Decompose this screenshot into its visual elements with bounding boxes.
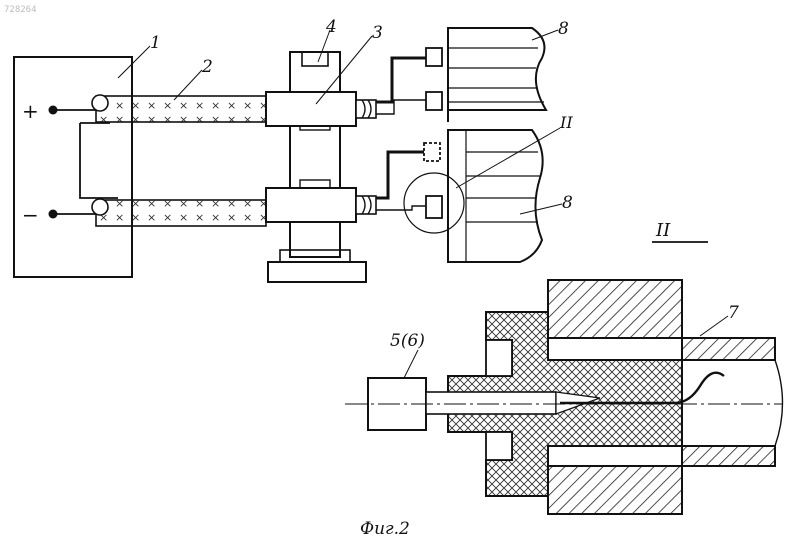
label-4: 4 (325, 17, 337, 37)
plus-sign: + (22, 99, 39, 123)
lower-holder (266, 188, 356, 222)
power-source-box (14, 57, 132, 277)
lower-board (448, 130, 543, 262)
lower-cable (96, 200, 266, 226)
label-8-top: 8 (558, 19, 569, 39)
pin-2 (426, 92, 442, 110)
upper-holder (266, 92, 356, 126)
lower-cable-end (92, 199, 108, 215)
clamp-base (268, 262, 366, 282)
label-7: 7 (728, 303, 739, 323)
figure-caption: Фиг.2 (360, 519, 410, 539)
lead-wire-4 (376, 206, 428, 210)
label-5-6: 5(6) (390, 331, 425, 351)
board-section-upper (548, 280, 682, 338)
label-8-bottom: 8 (562, 193, 573, 213)
label-2: 2 (201, 57, 213, 77)
electrode-rod (426, 392, 556, 414)
lead-wire-1 (376, 58, 428, 102)
label-3: 3 (372, 23, 383, 43)
clamp-body (290, 52, 340, 257)
minus-sign: − (22, 203, 39, 227)
upper-board (448, 28, 546, 110)
upper-cable-end (92, 95, 108, 111)
pin-1 (426, 48, 442, 66)
board-section-lower (548, 466, 682, 514)
internal-jumper (80, 123, 118, 198)
lead-wire-3 (376, 152, 424, 198)
detail-title: II (655, 220, 671, 241)
label-1: 1 (150, 33, 161, 53)
upper-cable (96, 96, 266, 122)
watermark-text: 728264 (4, 5, 37, 15)
label-detail-marker: II (559, 113, 573, 132)
pin-3 (424, 143, 440, 161)
pin-4 (426, 196, 442, 218)
